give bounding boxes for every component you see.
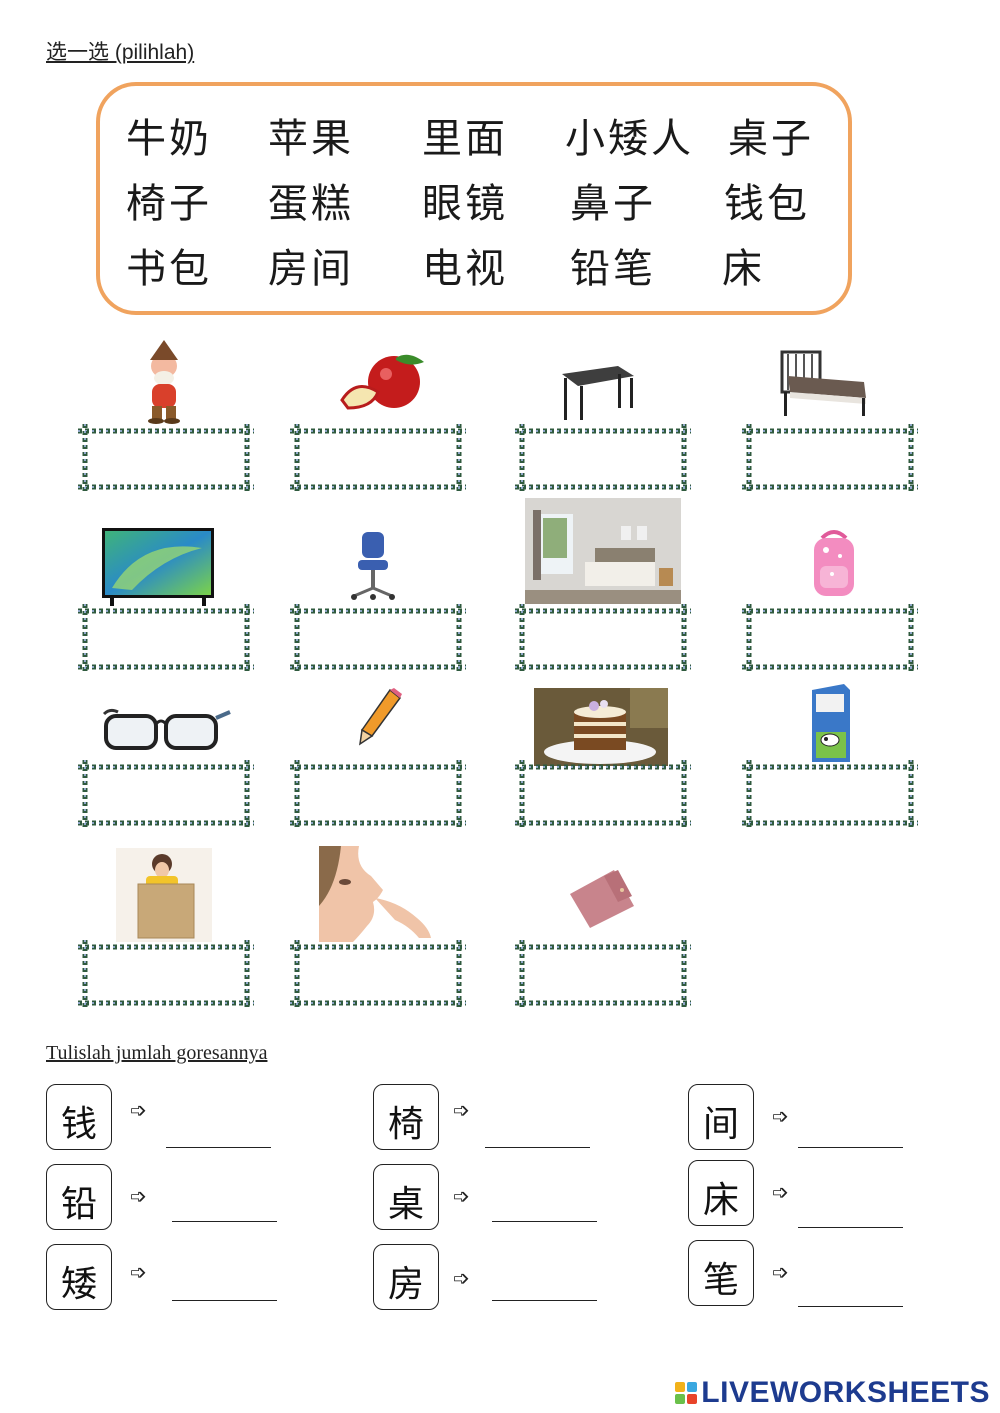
char-box: 铅 <box>46 1164 112 1230</box>
section-title-strokes: Tulislah jumlah goresannya <box>46 1042 268 1064</box>
char-box: 房 <box>373 1244 439 1310</box>
word-bank-item: 牛奶 <box>126 116 212 162</box>
char-box: 床 <box>688 1160 754 1226</box>
answer-input[interactable] <box>92 438 244 482</box>
stroke-answer-line[interactable] <box>166 1147 271 1148</box>
apple-picture <box>340 354 424 410</box>
word-bank-item: 里面 <box>422 116 508 162</box>
word-bank-item: 床 <box>722 246 765 292</box>
answer-frame <box>515 760 691 830</box>
pencil-picture <box>359 688 402 746</box>
word-bank-item: 书包 <box>126 246 212 292</box>
word-bank-item: 房间 <box>268 246 354 292</box>
glasses-picture <box>102 708 231 750</box>
answer-frame <box>515 940 691 1010</box>
arrow-right-icon: ➩ <box>772 1104 789 1128</box>
answer-input[interactable] <box>529 618 681 662</box>
nose-picture <box>319 846 437 942</box>
room-picture <box>525 498 681 604</box>
logo-grid-icon <box>675 1382 698 1404</box>
television-picture <box>102 528 214 606</box>
answer-frame <box>742 760 918 830</box>
answer-input[interactable] <box>756 774 908 818</box>
word-bank-item: 小矮人 <box>565 116 694 162</box>
milk-picture <box>812 684 850 762</box>
answer-frame <box>290 424 466 494</box>
answer-frame <box>515 604 691 674</box>
stroke-answer-line[interactable] <box>492 1300 597 1301</box>
section-title-select: 选一选 (pilihlah) <box>46 41 195 64</box>
word-bank-box <box>96 82 852 315</box>
word-bank-item: 电视 <box>422 246 508 292</box>
stroke-answer-line[interactable] <box>172 1221 277 1222</box>
logo-text: LIVEWORKSHEETS <box>701 1376 990 1409</box>
answer-frame <box>515 424 691 494</box>
schoolbag-picture <box>814 530 854 596</box>
answer-input[interactable] <box>756 618 908 662</box>
stroke-answer-line[interactable] <box>485 1147 590 1148</box>
stroke-answer-line[interactable] <box>798 1227 903 1228</box>
arrow-right-icon: ➩ <box>130 1184 147 1208</box>
word-bank-item: 眼镜 <box>422 181 508 227</box>
word-bank-item: 蛋糕 <box>268 181 354 227</box>
answer-input[interactable] <box>529 774 681 818</box>
arrow-right-icon: ➩ <box>130 1098 147 1122</box>
bed-picture <box>780 350 866 416</box>
wallet-picture <box>570 870 634 928</box>
arrow-right-icon: ➩ <box>453 1098 470 1122</box>
stroke-answer-line[interactable] <box>798 1306 903 1307</box>
char-box: 椅 <box>373 1084 439 1150</box>
cake-picture <box>534 688 668 766</box>
stroke-answer-line[interactable] <box>492 1221 597 1222</box>
inside-picture <box>116 848 212 942</box>
answer-input[interactable] <box>304 954 456 998</box>
answer-frame <box>78 940 254 1010</box>
char-box: 桌 <box>373 1164 439 1230</box>
answer-input[interactable] <box>529 954 681 998</box>
word-bank-item: 钱包 <box>724 181 810 227</box>
answer-input[interactable] <box>92 618 244 662</box>
answer-frame <box>290 760 466 830</box>
word-bank-item: 鼻子 <box>570 181 656 227</box>
answer-frame <box>78 760 254 830</box>
arrow-right-icon: ➩ <box>453 1184 470 1208</box>
answer-input[interactable] <box>756 438 908 482</box>
answer-input[interactable] <box>92 774 244 818</box>
arrow-right-icon: ➩ <box>772 1260 789 1284</box>
char-box: 笔 <box>688 1240 754 1306</box>
char-box: 矮 <box>46 1244 112 1310</box>
answer-input[interactable] <box>92 954 244 998</box>
stroke-answer-line[interactable] <box>798 1147 903 1148</box>
word-bank-item: 椅子 <box>126 181 212 227</box>
answer-input[interactable] <box>529 438 681 482</box>
arrow-right-icon: ➩ <box>772 1180 789 1204</box>
char-box: 钱 <box>46 1084 112 1150</box>
word-bank-item: 苹果 <box>268 116 354 162</box>
table-picture <box>562 366 634 420</box>
answer-frame <box>78 604 254 674</box>
chair-picture <box>351 532 395 600</box>
word-bank-item: 铅笔 <box>570 246 656 292</box>
stroke-answer-line[interactable] <box>172 1300 277 1301</box>
dwarf-picture <box>148 340 180 424</box>
arrow-right-icon: ➩ <box>453 1266 470 1290</box>
arrow-right-icon: ➩ <box>130 1260 147 1284</box>
answer-input[interactable] <box>304 774 456 818</box>
answer-frame <box>742 424 918 494</box>
char-box: 间 <box>688 1084 754 1150</box>
answer-frame <box>290 604 466 674</box>
answer-frame <box>290 940 466 1010</box>
answer-frame <box>78 424 254 494</box>
answer-input[interactable] <box>304 618 456 662</box>
answer-frame <box>742 604 918 674</box>
answer-input[interactable] <box>304 438 456 482</box>
liveworksheets-logo: LIVEWORKSHEETS <box>675 1376 990 1410</box>
word-bank-item: 桌子 <box>728 116 814 162</box>
